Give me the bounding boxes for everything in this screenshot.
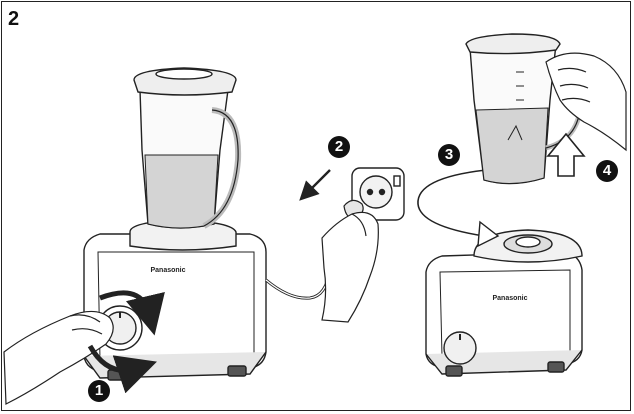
power-outlet-icon <box>351 167 405 221</box>
step-marker-1: 1 <box>88 380 110 402</box>
curved-arrow-icon <box>99 290 165 336</box>
plug-icon <box>321 199 379 323</box>
brand-label-right: Panasonic <box>492 295 527 302</box>
hand-lifting-jar <box>545 52 627 152</box>
step-marker-3: 3 <box>438 144 460 166</box>
curved-arrow-icon <box>417 169 487 237</box>
figure-number: 2 <box>8 8 20 30</box>
blender-base-without-jar <box>425 229 583 377</box>
up-arrow-icon <box>546 132 586 177</box>
step-marker-4: 4 <box>596 160 618 182</box>
hand-turning-knob <box>3 310 114 405</box>
down-left-arrow-icon <box>299 169 331 201</box>
brand-label-left: Panasonic <box>150 267 185 274</box>
blender-with-jar <box>83 67 354 381</box>
curved-arrow-icon <box>87 344 157 394</box>
step-marker-2: 2 <box>328 136 350 158</box>
